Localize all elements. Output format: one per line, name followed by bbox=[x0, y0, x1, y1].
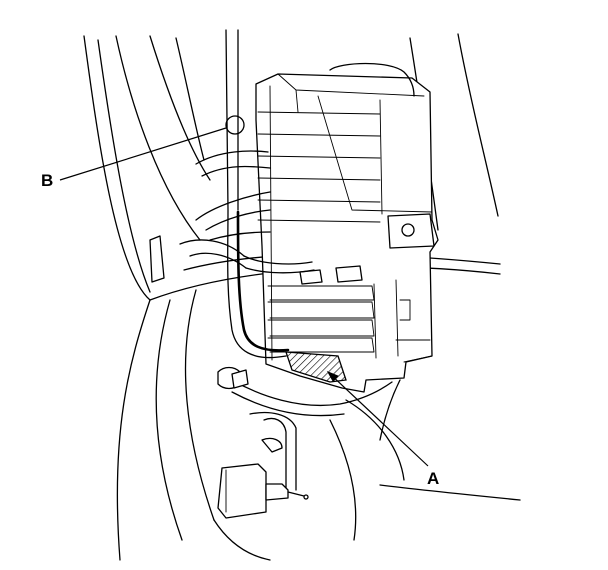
control-unit bbox=[255, 62, 439, 393]
callout-a-label: A bbox=[427, 469, 439, 488]
callout-a-leader bbox=[327, 371, 429, 467]
callout-b: B bbox=[41, 115, 245, 190]
callout-a-arrowhead bbox=[326, 371, 339, 382]
callout-b-label: B bbox=[41, 171, 53, 190]
callout-a: A bbox=[326, 371, 439, 488]
callout-b-marker bbox=[225, 115, 245, 135]
wire-harness bbox=[179, 29, 393, 519]
callout-b-leader bbox=[59, 127, 227, 181]
